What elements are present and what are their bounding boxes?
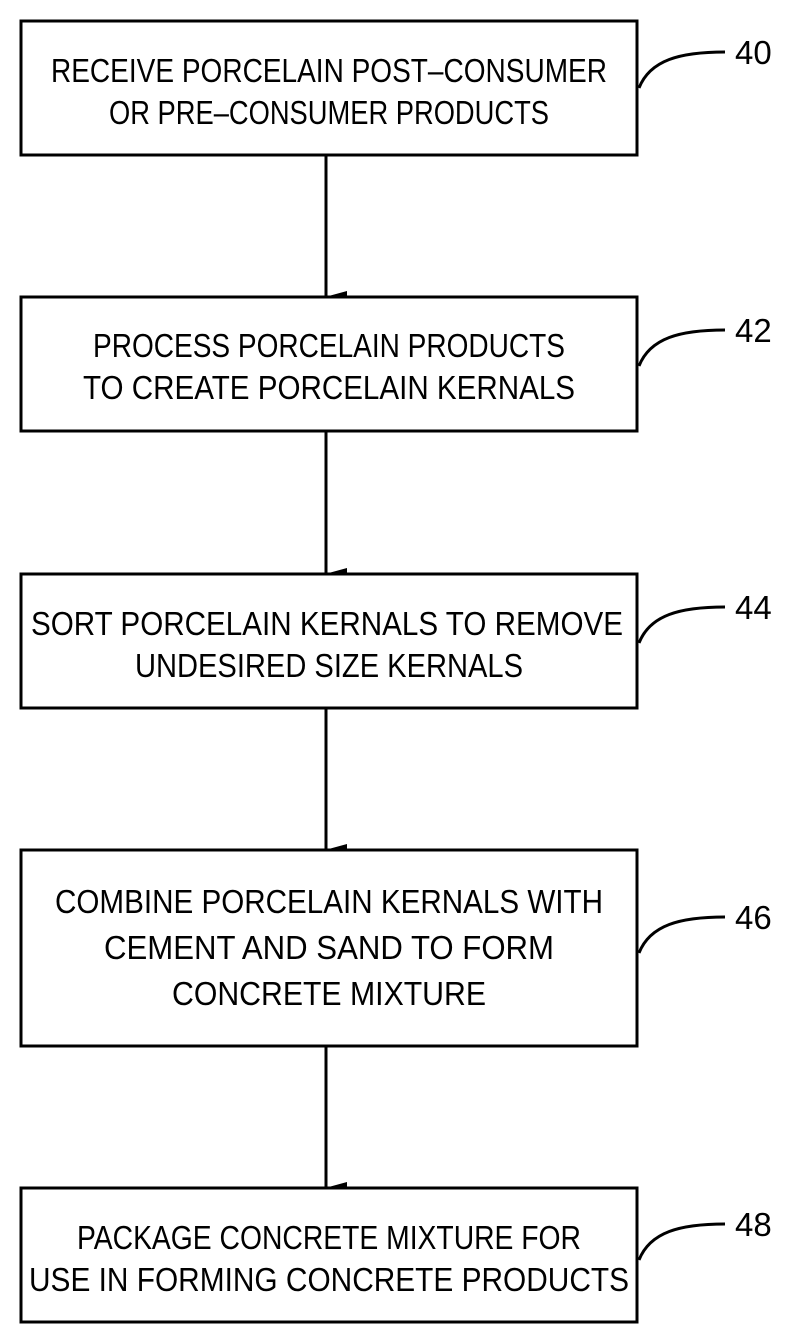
leader-line xyxy=(637,50,726,89)
reference-numeral: 40 xyxy=(735,34,772,71)
leader-line xyxy=(637,1222,726,1261)
step-text-line: SORT PORCELAIN KERNALS TO REMOVE xyxy=(31,605,623,642)
step-box xyxy=(19,19,639,157)
reference-numeral: 46 xyxy=(735,899,772,936)
step-box xyxy=(19,1186,639,1324)
step-box xyxy=(19,572,639,710)
step-text-line: RECEIVE PORCELAIN POST–CONSUMER xyxy=(51,52,607,89)
reference-numeral: 42 xyxy=(735,312,772,349)
step-46: COMBINE PORCELAIN KERNALS WITH CEMENT AN… xyxy=(19,848,772,1048)
step-42: PROCESS PORCELAIN PRODUCTS TO CREATE POR… xyxy=(19,295,772,433)
step-text-line: CEMENT AND SAND TO FORM xyxy=(104,929,554,966)
step-text-line: TO CREATE PORCELAIN KERNALS xyxy=(83,369,575,406)
step-box xyxy=(19,848,639,1048)
step-text-line: UNDESIRED SIZE KERNALS xyxy=(135,647,523,684)
step-text-line: CONCRETE MIXTURE xyxy=(172,975,486,1012)
leader-line xyxy=(637,328,726,367)
step-box xyxy=(19,295,639,433)
reference-numeral: 48 xyxy=(735,1206,772,1243)
step-48: PACKAGE CONCRETE MIXTURE FOR USE IN FORM… xyxy=(19,1186,772,1324)
step-44: SORT PORCELAIN KERNALS TO REMOVE UNDESIR… xyxy=(19,572,772,710)
step-text-line: COMBINE PORCELAIN KERNALS WITH xyxy=(55,883,603,920)
leader-line xyxy=(637,605,726,644)
leader-line xyxy=(637,915,726,954)
step-text-line: USE IN FORMING CONCRETE PRODUCTS xyxy=(29,1261,629,1298)
step-40: RECEIVE PORCELAIN POST–CONSUMER OR PRE–C… xyxy=(19,19,772,157)
step-text-line: OR PRE–CONSUMER PRODUCTS xyxy=(109,94,549,131)
reference-numeral: 44 xyxy=(735,589,772,626)
step-text-line: PACKAGE CONCRETE MIXTURE FOR xyxy=(77,1219,581,1256)
step-text-line: PROCESS PORCELAIN PRODUCTS xyxy=(93,327,565,364)
